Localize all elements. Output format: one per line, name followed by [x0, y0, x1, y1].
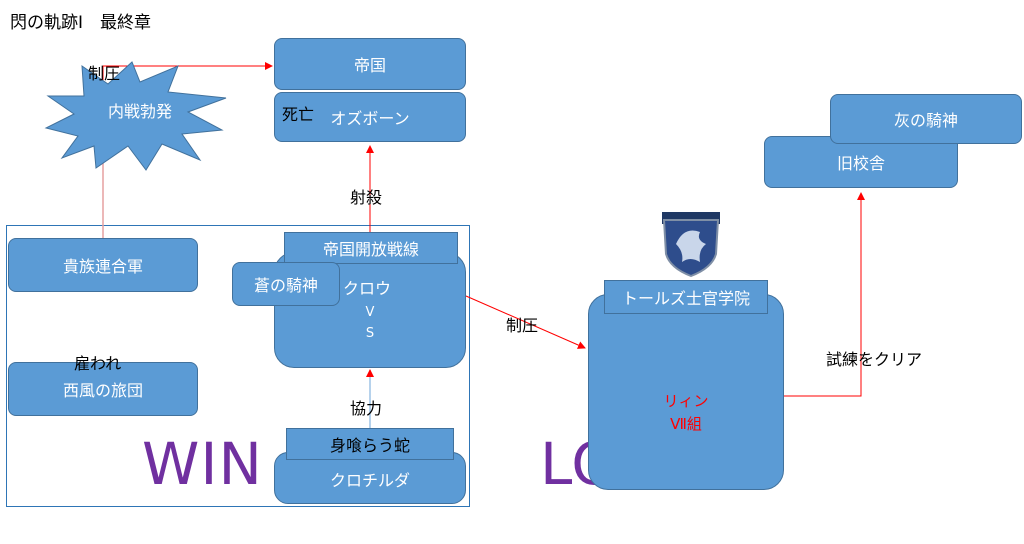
ashen-knight-node[interactable]: 灰の騎神 [830, 94, 1022, 144]
vs-v-label: V [365, 305, 375, 320]
ashen-knight-label: 灰の騎神 [893, 111, 958, 130]
death-label: 死亡 [282, 105, 315, 124]
thors-academy-label: トールズ士官学院 [621, 289, 750, 308]
liberation-front-label: 帝国開放戦線 [322, 240, 419, 259]
jaeger-label: 西風の旅団 [62, 381, 143, 400]
hired-label: 雇われ [74, 354, 122, 373]
arrow-suppress-thors [465, 295, 586, 349]
civil-war-star-shape [44, 61, 227, 171]
arrow-trial [784, 192, 865, 397]
old-schoolhouse-node[interactable]: 旧校舎 [764, 136, 958, 188]
blue-knight-label: 蒼の騎神 [253, 276, 318, 295]
old-schoolhouse-label: 旧校舎 [836, 154, 885, 173]
empire-node[interactable]: 帝国 [274, 38, 466, 90]
win-label: WIN [142, 430, 263, 498]
rean-label: リィン [663, 392, 709, 410]
osborne-label: オズボーン [330, 109, 410, 128]
crow-label: クロウ [342, 279, 391, 298]
shot-label: 射殺 [350, 188, 383, 207]
ouroboros-label: 身喰らう蛇 [329, 436, 410, 455]
vita-node[interactable]: クロチルダ [274, 452, 466, 504]
suppress-mid-label: 制圧 [506, 316, 539, 335]
page-title: 閃の軌跡Ⅰ 最終章 [10, 13, 152, 33]
osborne-node[interactable]: オズボーン [274, 92, 466, 142]
liberation-front-node[interactable]: 帝国開放戦線 [284, 232, 458, 264]
emblem-crest [676, 230, 706, 262]
ouroboros-node[interactable]: 身喰らう蛇 [286, 428, 454, 460]
vita-label: クロチルダ [329, 471, 410, 490]
thors-academy-header[interactable]: トールズ士官学院 [604, 280, 768, 314]
class7-label: Ⅶ組 [670, 415, 702, 433]
noble-army-node[interactable]: 貴族連合軍 [8, 238, 198, 292]
empire-label: 帝国 [353, 56, 386, 75]
thors-node[interactable]: リィン Ⅶ組 [588, 294, 784, 490]
blue-knight-node[interactable]: 蒼の騎神 [232, 262, 340, 306]
jaeger-node[interactable]: 西風の旅団 [8, 362, 198, 416]
trial-clear-label: 試練をクリア [826, 350, 923, 369]
noble-army-label: 貴族連合軍 [62, 257, 143, 276]
vs-s-label: S [365, 326, 375, 341]
cooperate-label: 協力 [350, 399, 383, 418]
group-frame [6, 225, 470, 507]
suppress-top-label: 制圧 [88, 64, 121, 83]
civil-war-label: 内戦勃発 [108, 102, 173, 121]
